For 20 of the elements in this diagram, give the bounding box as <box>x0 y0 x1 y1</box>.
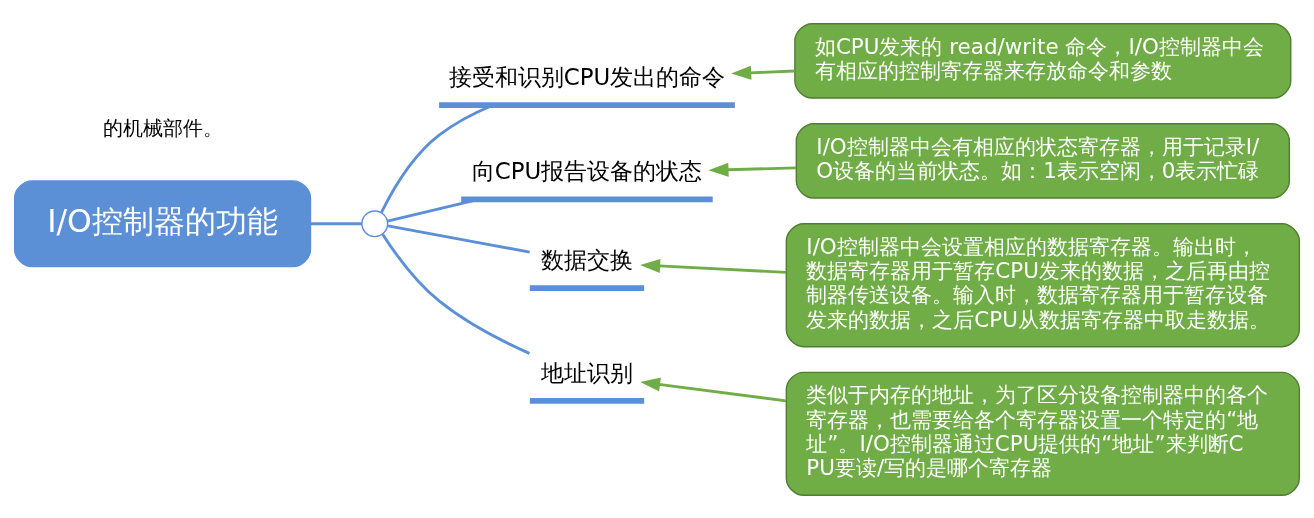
connector <box>310 221 362 225</box>
connector <box>387 197 478 222</box>
node-text: 数据交换 <box>540 246 633 273</box>
arrow <box>708 162 796 177</box>
node-box: 如CPU发来的 read/write 命令，I/O控制器中会有相应的控制寄存器来存放命令和参数 <box>794 22 1292 99</box>
node-box: 类似于内存的地址，为了区分设备控制器中的各个寄存器，也需要给各个寄存器设置一个特定的“地址”。I/O控制器通过CPU提供的“地址”来判断CPU要读/写的是哪个寄存器 <box>785 371 1301 496</box>
node-text: 接受和识别CPU发出的命令 <box>448 63 726 90</box>
label: 的机械部件。 <box>102 115 223 140</box>
arrow <box>640 258 787 274</box>
node-box: I/O控制器中会设置相应的数据寄存器。输出时，数据寄存器用于暂存CPU发来的数据，之后再由控制器传送设备。输入时，数据寄存器用于暂存设备发来的数据，之后CPU从数据寄存器中取走数据。 <box>785 222 1301 347</box>
node-text: 向CPU报告设备的状态 <box>471 157 703 184</box>
arrow <box>731 65 795 80</box>
node-text: 地址识别 <box>540 359 633 386</box>
connector <box>387 224 530 253</box>
node-circle <box>361 209 389 237</box>
node-box: I/O控制器中会有相应的状态寄存器，用于记录I/O设备的当前状态。如：1表示空闲，0表示忙碌 <box>795 122 1291 199</box>
node-box: I/O控制器的功能 <box>13 179 312 267</box>
connector <box>380 103 494 213</box>
arrow <box>640 377 787 402</box>
connector <box>381 233 531 355</box>
